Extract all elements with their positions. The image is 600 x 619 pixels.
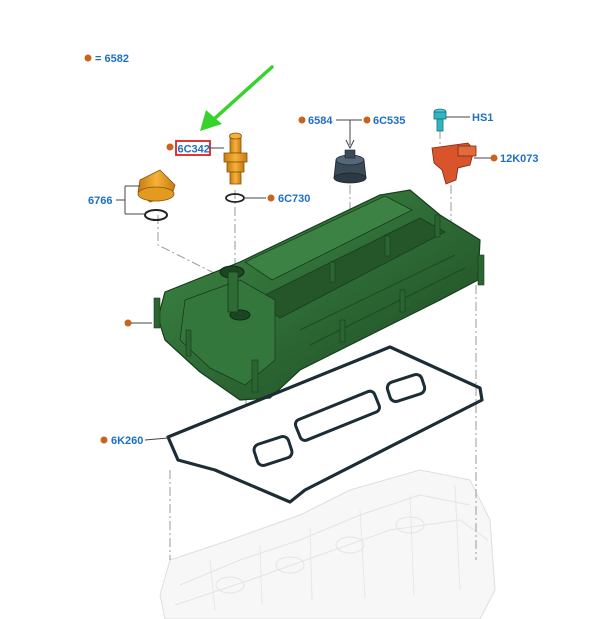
bolt-illustration: [433, 108, 447, 132]
label-6k260-bullet: [100, 436, 108, 444]
label-6766[interactable]: 6766: [88, 195, 112, 207]
legend-bullet: [84, 54, 92, 62]
label-12k073[interactable]: 12K073: [500, 153, 539, 165]
label-6k260[interactable]: 6K260: [111, 435, 143, 447]
gasket-illustration: [166, 345, 484, 504]
label-6c342-bullet: [166, 143, 174, 151]
label-6c535[interactable]: 6C535: [373, 115, 405, 127]
label-hs1[interactable]: HS1: [472, 112, 493, 124]
label-6584[interactable]: 6584: [308, 115, 333, 127]
label-6c730[interactable]: 6C730: [278, 193, 310, 205]
label-12k073-bullet: [490, 154, 498, 162]
engine-block-illustration: [159, 469, 496, 619]
grommet-illustration: [333, 149, 367, 184]
legend-text: = 6582: [95, 53, 129, 65]
cover-pointer-bullet: [124, 319, 132, 327]
pointer-arrow-icon: [200, 65, 274, 131]
oil-filler-cap-illustration: [137, 169, 176, 221]
sensor-illustration: [431, 142, 477, 185]
label-6c535-bullet: [363, 116, 371, 124]
label-6c342[interactable]: 6C342: [178, 144, 210, 156]
valve-cover-illustration: [153, 189, 485, 401]
label-6584-bullet: [298, 116, 306, 124]
label-6c730-bullet: [267, 194, 275, 202]
